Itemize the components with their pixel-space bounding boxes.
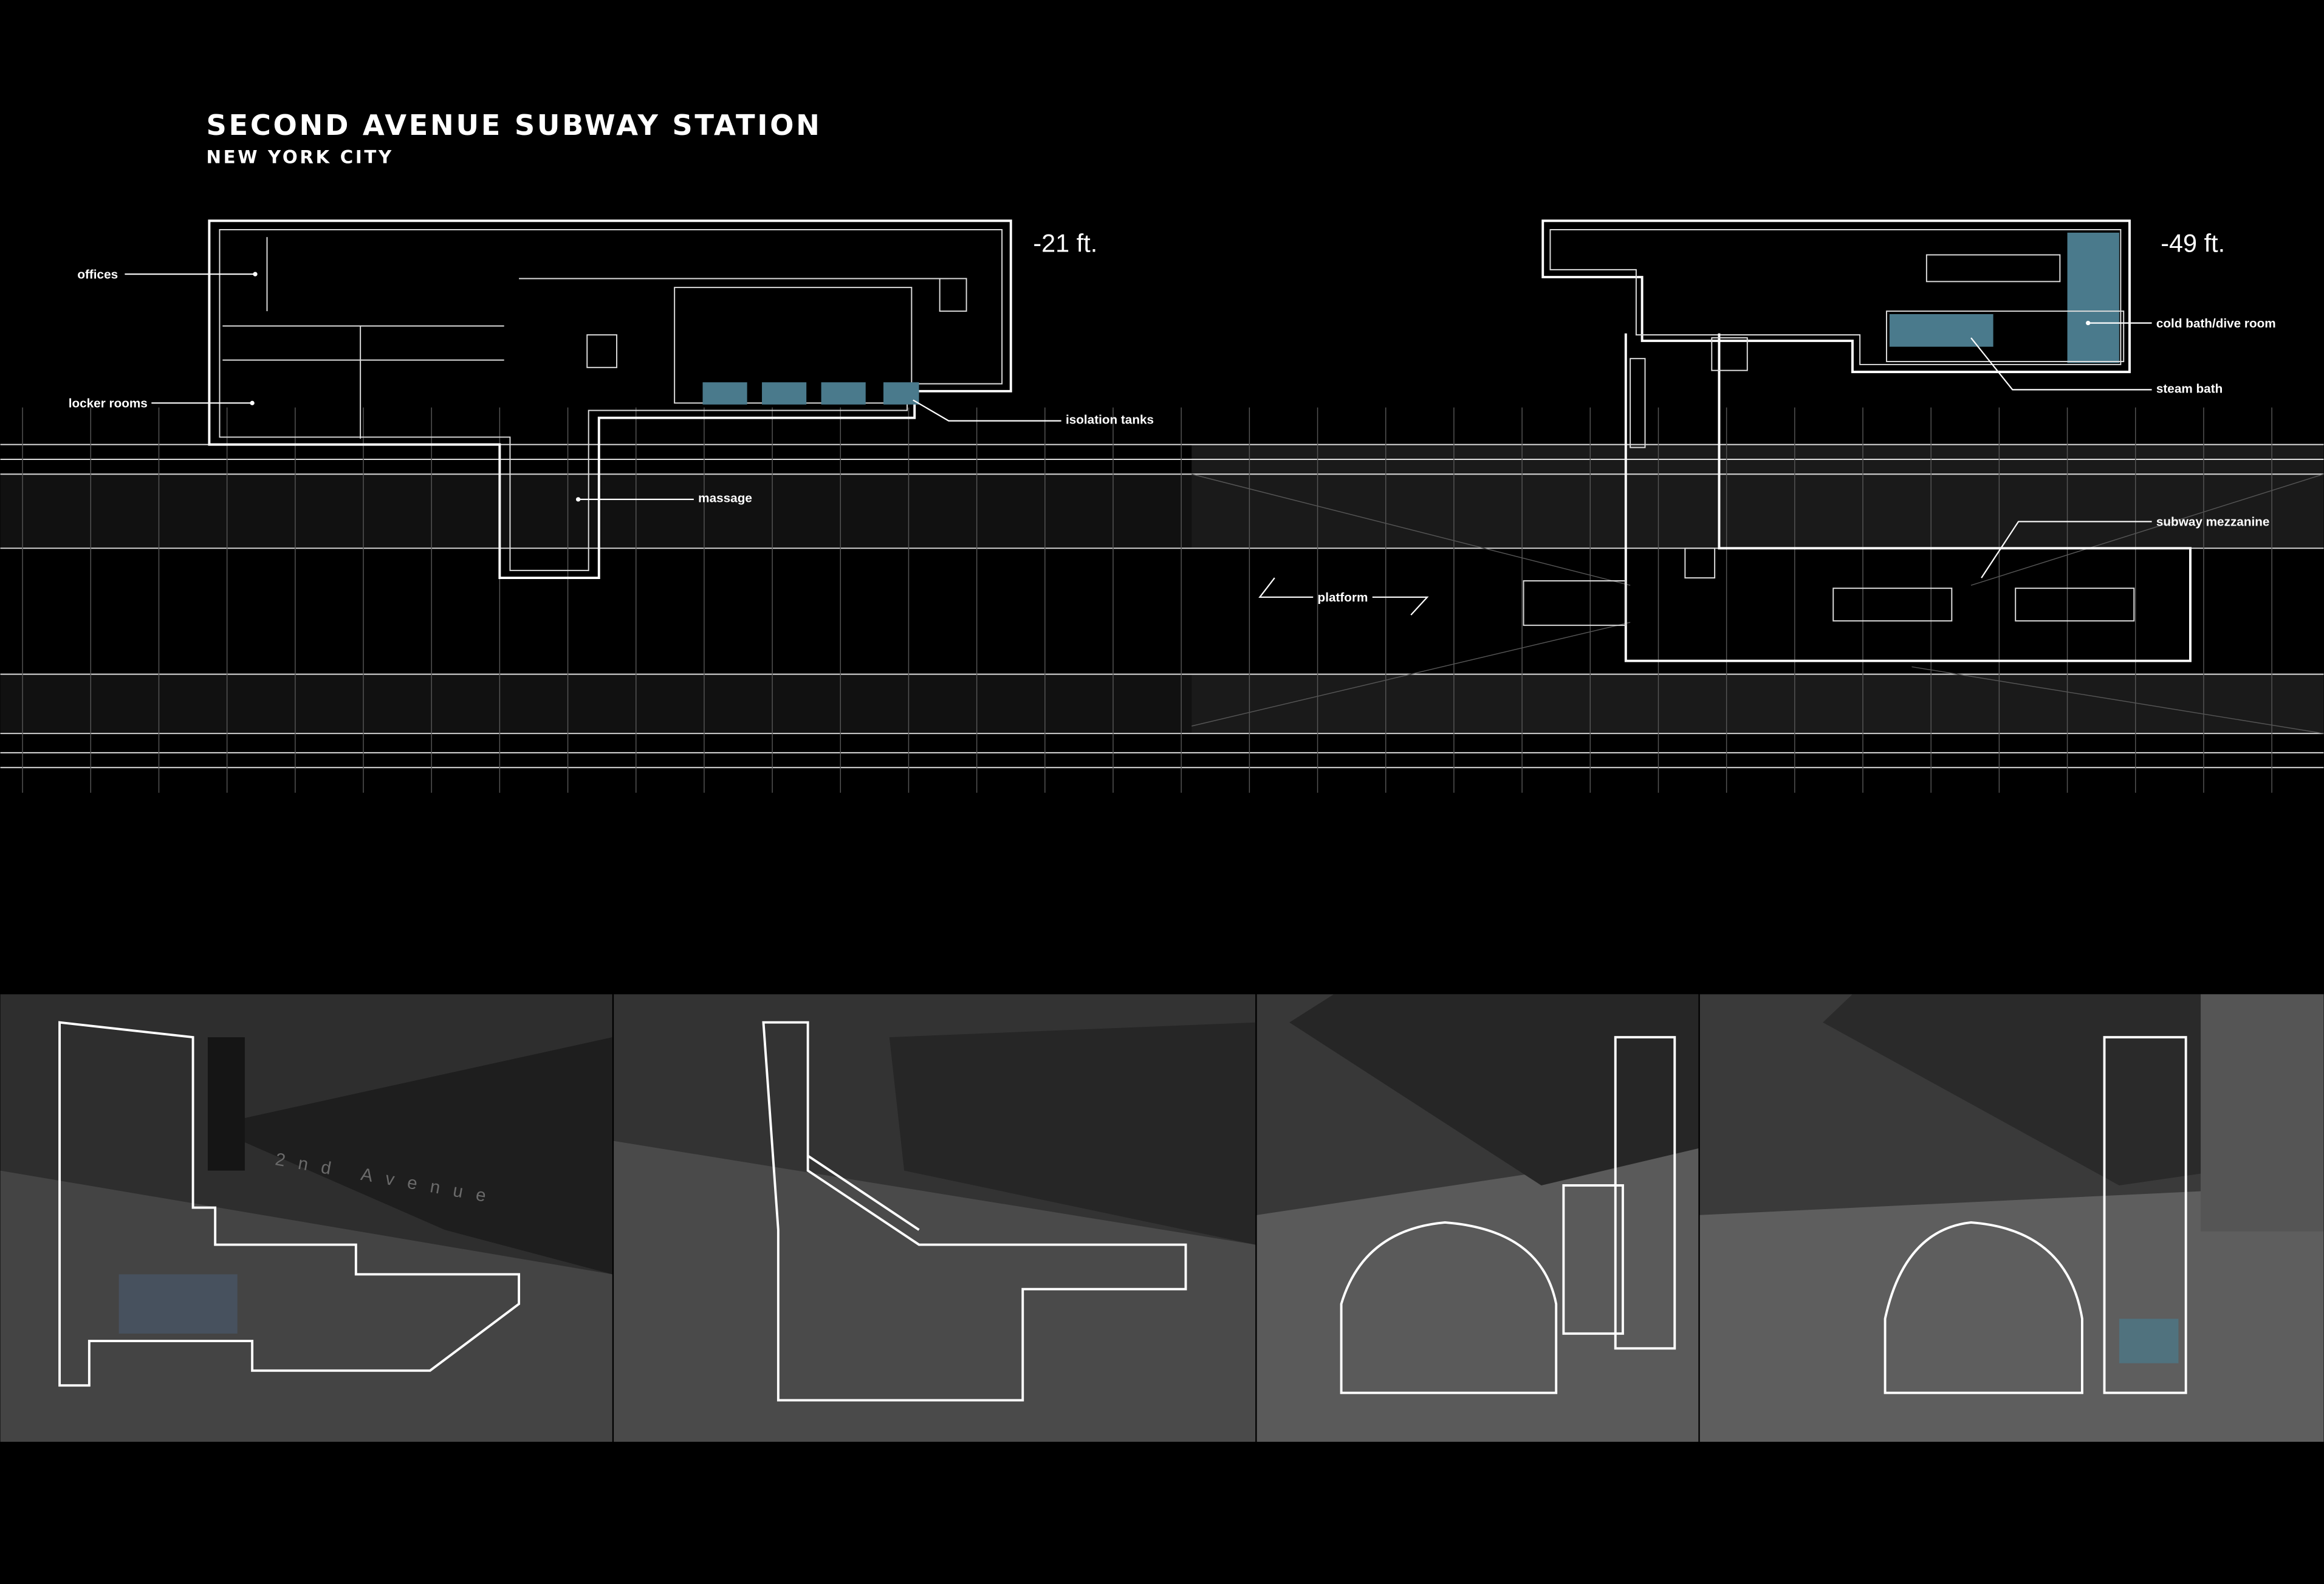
board-subtitle: NEW YORK CITY: [207, 146, 394, 167]
render-panel-3: [1256, 994, 1699, 1442]
render-panel-4: [1699, 994, 2324, 1442]
render-panel-2: [614, 994, 1256, 1442]
plan-minus-49ft: cold bath/dive room steam bath subway me…: [1258, 219, 2276, 662]
label-isolation-tanks: isolation tanks: [1066, 413, 1154, 427]
label-subway-mezzanine: subway mezzanine: [2156, 515, 2270, 529]
label-massage: massage: [698, 492, 752, 506]
track-bands: [0, 407, 2324, 793]
label-steam-bath: steam bath: [2156, 382, 2223, 396]
depth-label-21ft: -21 ft.: [1033, 229, 1097, 258]
label-locker-rooms: locker rooms: [69, 397, 148, 411]
board-title: SECOND AVENUE SUBWAY STATION: [207, 109, 822, 142]
label-platform: platform: [1318, 591, 1368, 605]
render-panel-1: 2nd Avenue: [0, 994, 612, 1442]
plan-minus-21ft: offices locker rooms isolation tanks mas…: [69, 219, 1154, 580]
depth-label-49ft: -49 ft.: [2161, 229, 2225, 258]
label-offices: offices: [77, 267, 118, 281]
label-cold-bath: cold bath/dive room: [2156, 317, 2276, 331]
section-renders: 2nd Avenue: [0, 994, 2324, 1442]
